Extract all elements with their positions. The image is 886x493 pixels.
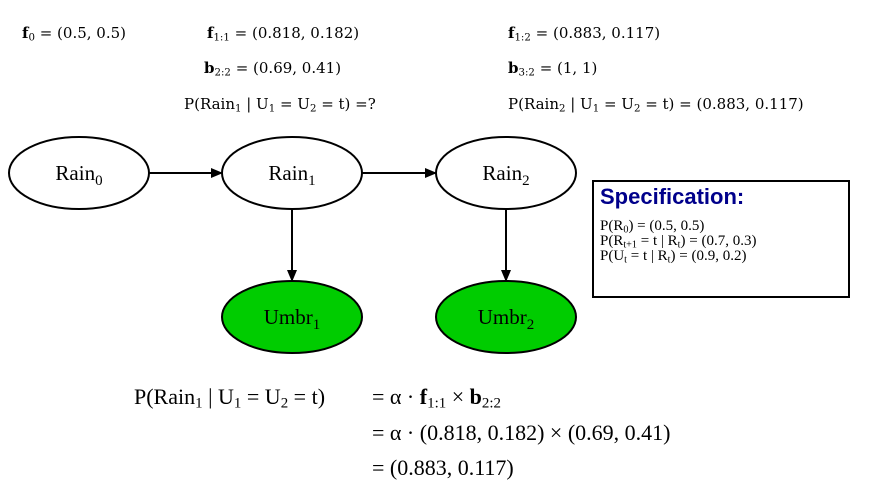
node-label: Rain2 xyxy=(482,161,529,189)
node-ellipse xyxy=(221,280,363,354)
node-umbr1: Umbr1 xyxy=(221,280,363,354)
node-ellipse xyxy=(435,136,577,210)
node-umbr2: Umbr2 xyxy=(435,280,577,354)
f0-annotation: f0 = (0.5, 0.5) xyxy=(22,24,127,44)
node-rain2: Rain2 xyxy=(435,136,577,210)
spec-prior: P(R0) = (0.5, 0.5) xyxy=(600,218,705,236)
node-rain1: Rain1 xyxy=(221,136,363,210)
node-ellipse xyxy=(435,280,577,354)
node-label: Umbr1 xyxy=(264,305,321,333)
specification-title: Specification: xyxy=(600,184,745,209)
node-ellipse xyxy=(8,136,150,210)
node-label: Rain1 xyxy=(268,161,315,189)
derivation-line-2: = α · (0.818, 0.182) × (0.69, 0.41) xyxy=(372,420,671,445)
b22-annotation: b2:2 = (0.69, 0.41) xyxy=(204,59,342,79)
derivation-line-3: = (0.883, 0.117) xyxy=(372,455,514,480)
derivation-line-1: = α · f1:1 × b2:2 xyxy=(372,384,501,412)
derivation-lhs: P(Rain1 | U1 = U2 = t) xyxy=(134,384,326,412)
query-rain1: P(Rain1 | U1 = U2 = t) =? xyxy=(184,95,376,115)
node-ellipse xyxy=(221,136,363,210)
query-rain2: P(Rain2 | U1 = U2 = t) = (0.883, 0.117) xyxy=(508,95,804,115)
node-rain0: Rain0 xyxy=(8,136,150,210)
f11-annotation: f1:1 = (0.818, 0.182) xyxy=(207,24,360,44)
node-label: Rain0 xyxy=(55,161,102,189)
spec-transition: P(Rt+1 = t | Rt) = (0.7, 0.3) xyxy=(600,233,757,251)
node-label: Umbr2 xyxy=(478,305,535,333)
spec-sensor: P(Ut = t | Rt) = (0.9, 0.2) xyxy=(600,248,747,266)
f12-annotation: f1:2 = (0.883, 0.117) xyxy=(508,24,661,44)
specification-box: Specification: P(R0) = (0.5, 0.5) P(Rt+1… xyxy=(592,180,850,298)
b32-annotation: b3:2 = (1, 1) xyxy=(508,59,598,79)
